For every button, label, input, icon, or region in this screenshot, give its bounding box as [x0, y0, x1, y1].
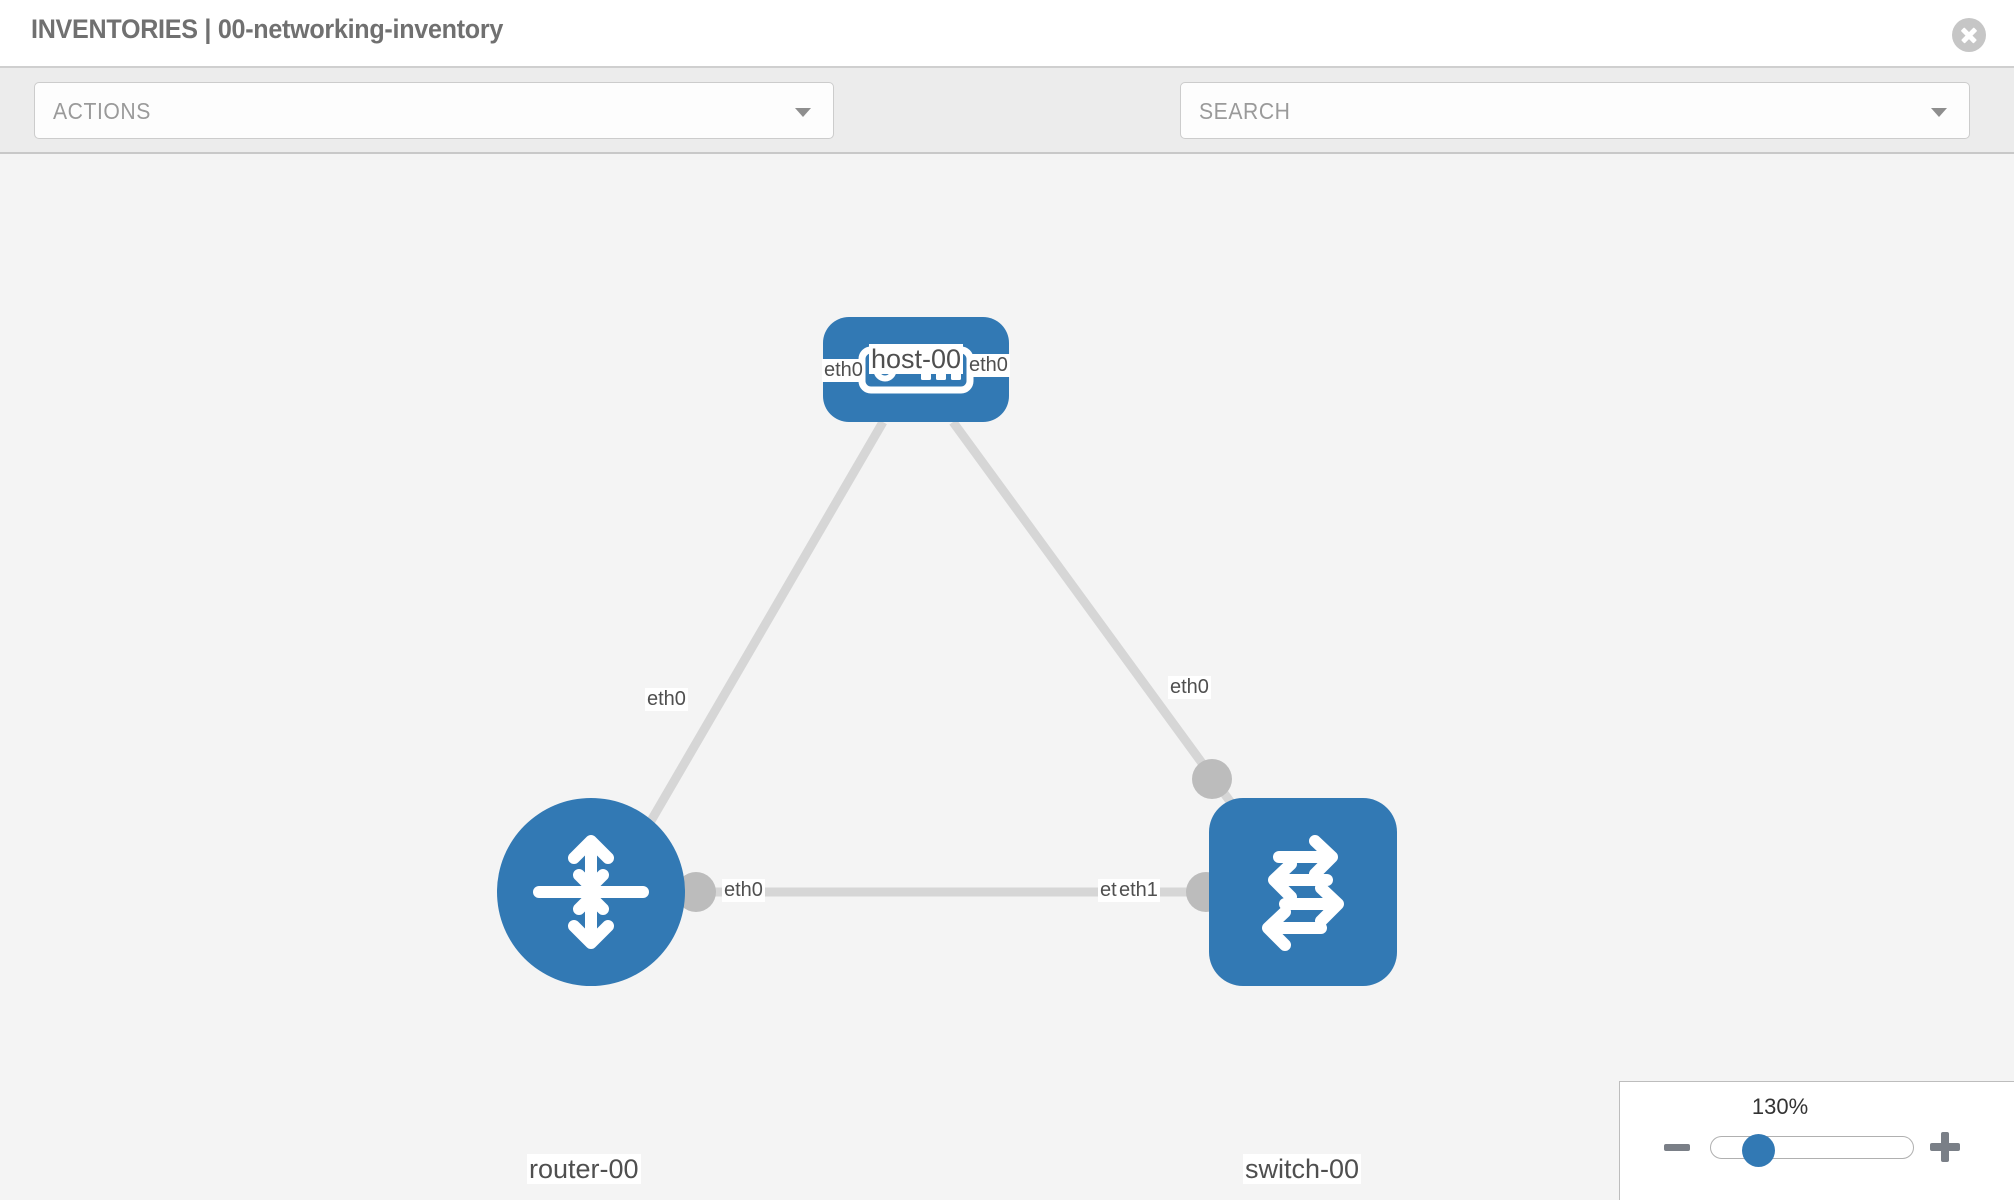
edge-label-router-up: eth0 — [645, 688, 688, 711]
zoom-slider-handle[interactable] — [1742, 1134, 1775, 1167]
node-label-switch-00: switch-00 — [1243, 1154, 1362, 1185]
zoom-control-panel: 130% — [1619, 1081, 2014, 1200]
zoom-level-value: 130% — [1751, 1094, 1809, 1119]
toolbar: ACTIONS SEARCH — [0, 68, 2014, 191]
chevron-down-icon — [795, 108, 811, 117]
node-label-host-00: host-00 — [869, 344, 964, 375]
page-title: INVENTORIES | 00-networking-inventory — [31, 14, 504, 44]
actions-dropdown-label: ACTIONS — [53, 98, 151, 124]
close-icon[interactable] — [1952, 18, 1986, 52]
edge-host-switch — [949, 419, 1252, 829]
topology-canvas[interactable]: host-00 router-00 switch-00 eth0 eth0 et… — [0, 154, 2014, 1200]
topology-edges — [644, 419, 1252, 897]
edge-label-switch-left-eth1: eth1 — [1117, 879, 1160, 902]
zoom-in-button[interactable] — [1930, 1132, 1960, 1162]
node-switch-00[interactable] — [1209, 798, 1397, 986]
edge-label-router-right: eth0 — [722, 879, 765, 902]
page-header: INVENTORIES | 00-networking-inventory — [0, 0, 2014, 68]
search-input[interactable]: SEARCH — [1180, 82, 1970, 139]
edge-label-host-right: eth0 — [967, 354, 1010, 377]
edge-label-switch-up: eth0 — [1168, 676, 1211, 699]
router-arrows-icon — [533, 835, 649, 949]
actions-dropdown[interactable]: ACTIONS — [34, 82, 834, 139]
zoom-slider-track[interactable] — [1710, 1136, 1914, 1159]
node-router-00[interactable] — [497, 798, 685, 986]
zoom-out-button[interactable] — [1664, 1144, 1690, 1151]
node-label-router-00: router-00 — [527, 1154, 641, 1185]
connector-blob-switch-top — [1192, 759, 1232, 799]
search-placeholder: SEARCH — [1199, 98, 1291, 124]
edge-host-router — [644, 419, 887, 829]
edge-label-host-left: eth0 — [822, 359, 865, 382]
switch-arrows-icon — [1262, 835, 1344, 951]
chevron-down-icon[interactable] — [1931, 108, 1947, 117]
